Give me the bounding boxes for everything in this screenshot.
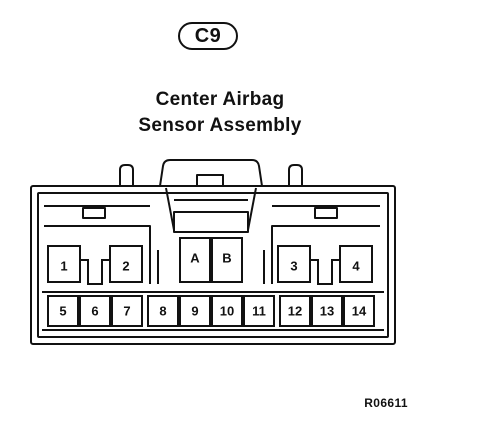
pin-cavity-B	[211, 237, 243, 283]
pin-label-12: 12	[288, 304, 302, 319]
pin-label-2: 2	[122, 259, 129, 274]
pin-label-8: 8	[159, 304, 166, 319]
pin-cavity-5	[47, 295, 79, 327]
pin-cavity-1	[47, 245, 81, 283]
left-lock-post	[119, 164, 134, 186]
right-shroud	[271, 205, 380, 244]
pin-label-7: 7	[123, 304, 130, 319]
connector-id-badge: C9	[178, 22, 238, 50]
component-name-line1: Center Airbag	[155, 89, 285, 110]
pin-label-9: 9	[191, 304, 198, 319]
pin-label-4: 4	[352, 259, 360, 274]
pin-cavity-14	[343, 295, 375, 327]
pin-cavity-8	[147, 295, 179, 327]
connector-housing-inner	[37, 192, 389, 338]
pin-label-10: 10	[220, 304, 234, 319]
pin-label-6: 6	[91, 304, 98, 319]
pin-label-B: B	[222, 251, 231, 266]
right-retainer	[263, 244, 273, 284]
pin-cavity-6	[79, 295, 111, 327]
left-shroud-key	[82, 207, 106, 219]
left-shorting-bar	[80, 259, 110, 285]
pin-cavity-4	[339, 245, 373, 283]
left-retainer	[149, 244, 159, 284]
pin-label-14: 14	[352, 304, 367, 319]
pin-label-11: 11	[252, 304, 266, 319]
pin-label-5: 5	[59, 304, 66, 319]
left-shroud	[44, 205, 151, 244]
pin-cavity-3	[277, 245, 311, 283]
pin-cavity-12	[279, 295, 311, 327]
pin-label-1: 1	[60, 259, 67, 274]
center-latch-guide	[165, 187, 257, 231]
right-lock-post	[288, 164, 303, 186]
pin-cavity-13	[311, 295, 343, 327]
right-shorting-bar	[310, 259, 340, 285]
center-terminal-pocket	[173, 211, 249, 233]
right-shroud-key	[314, 207, 338, 219]
pin-cavity-10	[211, 295, 243, 327]
figure-reference-code: R06611	[364, 396, 408, 410]
center-latch	[159, 159, 263, 187]
pin-cavity-9	[179, 295, 211, 327]
pin-label-3: 3	[290, 259, 297, 274]
component-name-line2: Sensor Assembly	[138, 115, 302, 136]
pin-label-13: 13	[320, 304, 334, 319]
connector-id-label: C9	[194, 24, 222, 47]
pin-cavity-2	[109, 245, 143, 283]
pin-cavity-11	[243, 295, 275, 327]
pin-label-A: A	[190, 251, 200, 266]
center-latch-key	[196, 174, 224, 187]
pin-cavity-7	[111, 295, 143, 327]
pin-cavity-A	[179, 237, 211, 283]
